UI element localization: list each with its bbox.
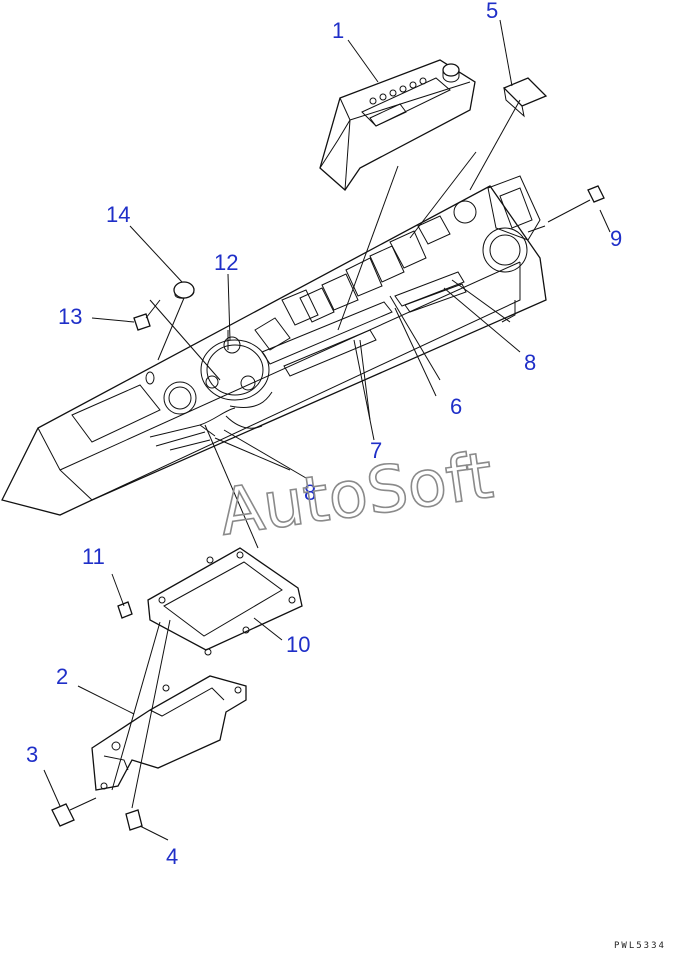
assembly-lines xyxy=(111,99,521,809)
bolt-4 xyxy=(125,809,143,831)
callout-14: 14 xyxy=(106,202,130,227)
callout-3: 3 xyxy=(26,742,38,767)
callout-13: 13 xyxy=(58,304,82,329)
callout-labels: 1 2 3 4 5 6 7 8 8 9 10 11 12 13 14 xyxy=(26,0,622,869)
callout-1: 1 xyxy=(332,18,344,43)
callout-5: 5 xyxy=(486,0,498,23)
callout-2: 2 xyxy=(56,664,68,689)
bolt-9 xyxy=(547,185,605,223)
callout-6: 6 xyxy=(450,394,462,419)
callout-4: 4 xyxy=(166,844,178,869)
console-panel xyxy=(1,175,547,516)
callout-8-right: 8 xyxy=(524,350,536,375)
cover-cap xyxy=(502,77,548,118)
mounting-bracket xyxy=(91,675,247,791)
bolt-3 xyxy=(51,797,97,827)
controller-unit xyxy=(319,59,476,191)
leader-lines xyxy=(43,19,611,841)
callout-8-center: 8 xyxy=(304,480,316,505)
callout-7: 7 xyxy=(370,438,382,463)
callout-12: 12 xyxy=(214,250,238,275)
gasket-plate xyxy=(117,547,303,656)
plug-14 xyxy=(173,281,195,299)
callout-10: 10 xyxy=(286,632,310,657)
screw-13 xyxy=(133,299,161,331)
callout-11: 11 xyxy=(82,544,105,569)
callout-9: 9 xyxy=(610,226,622,251)
drawing-code: PWL5334 xyxy=(614,941,666,951)
